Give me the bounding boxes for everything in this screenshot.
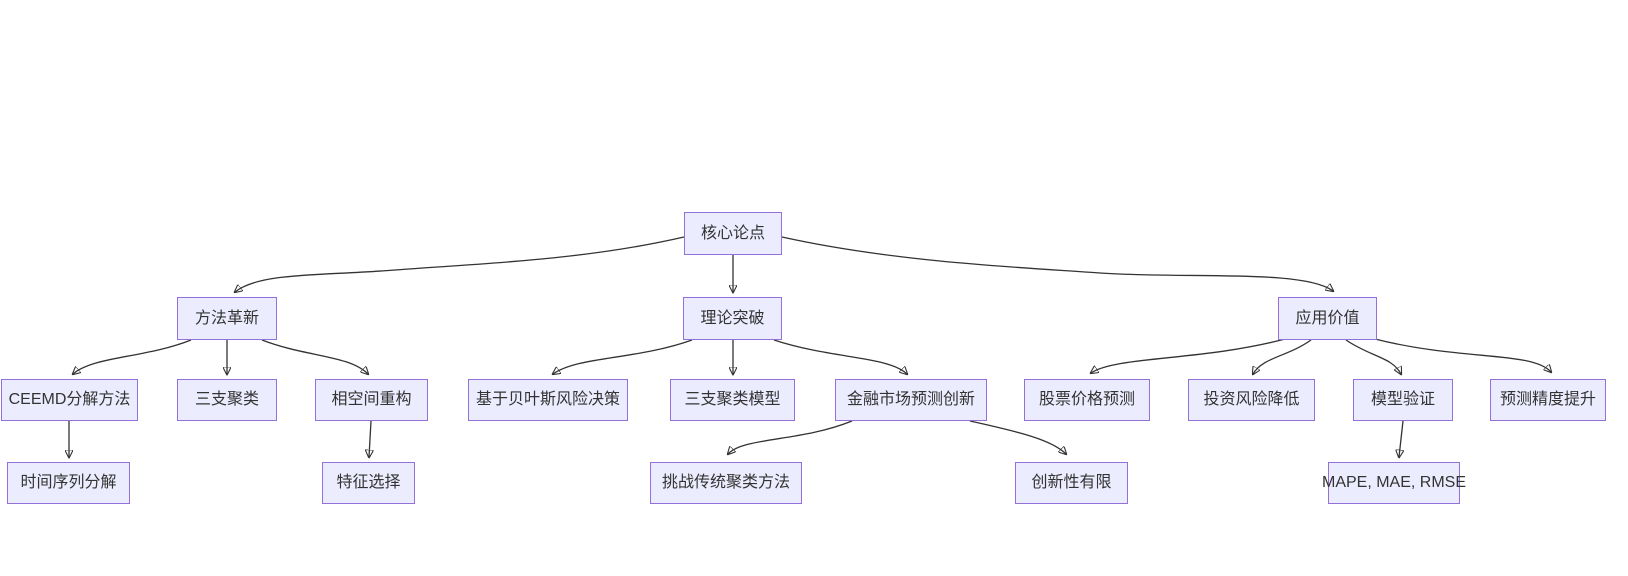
node-bayesian-risk-decision: 基于贝叶斯风险决策 <box>468 379 628 421</box>
edge-theory-bayes <box>553 339 693 374</box>
edge-core-method <box>235 236 685 292</box>
node-stock-price-prediction: 股票价格预测 <box>1024 379 1150 421</box>
node-method-innovation: 方法革新 <box>177 297 277 340</box>
edge-application-accuracy <box>1374 338 1551 372</box>
edge-theory-finance <box>773 339 907 374</box>
node-evaluation-metrics: MAPE, MAE, RMSE <box>1322 462 1466 504</box>
edge-method-phase <box>261 339 368 374</box>
node-phase-space-reconstruction: 相空间重构 <box>315 379 428 421</box>
node-limited-innovation: 创新性有限 <box>1015 462 1128 504</box>
node-ceemd-decomposition: CEEMD分解方法 <box>1 379 138 421</box>
edge-application-validation <box>1345 339 1401 374</box>
node-financial-market-forecast-innovation: 金融市场预测创新 <box>835 379 987 421</box>
node-investment-risk-reduction: 投资风险降低 <box>1188 379 1315 421</box>
edge-application-risk <box>1253 339 1312 374</box>
node-theory-breakthrough: 理论突破 <box>683 297 782 340</box>
edge-phase-feature <box>369 420 371 457</box>
node-core-thesis: 核心论点 <box>684 212 782 255</box>
node-forecast-accuracy-improvement: 预测精度提升 <box>1490 379 1606 421</box>
edge-core-application <box>781 236 1333 291</box>
edge-validation-metrics <box>1399 420 1403 457</box>
edge-application-stock <box>1091 338 1286 373</box>
edge-method-ceemd <box>73 339 192 374</box>
node-feature-selection: 特征选择 <box>322 462 415 504</box>
node-application-value: 应用价值 <box>1278 297 1377 340</box>
edge-finance-limited <box>969 420 1066 454</box>
node-challenge-traditional-clustering: 挑战传统聚类方法 <box>650 462 802 504</box>
node-model-validation: 模型验证 <box>1353 379 1453 421</box>
node-three-way-clustering-model: 三支聚类模型 <box>670 379 795 421</box>
edge-finance-challenge <box>728 420 853 454</box>
node-three-way-clustering: 三支聚类 <box>177 379 277 421</box>
node-time-series-decomposition: 时间序列分解 <box>7 462 130 504</box>
